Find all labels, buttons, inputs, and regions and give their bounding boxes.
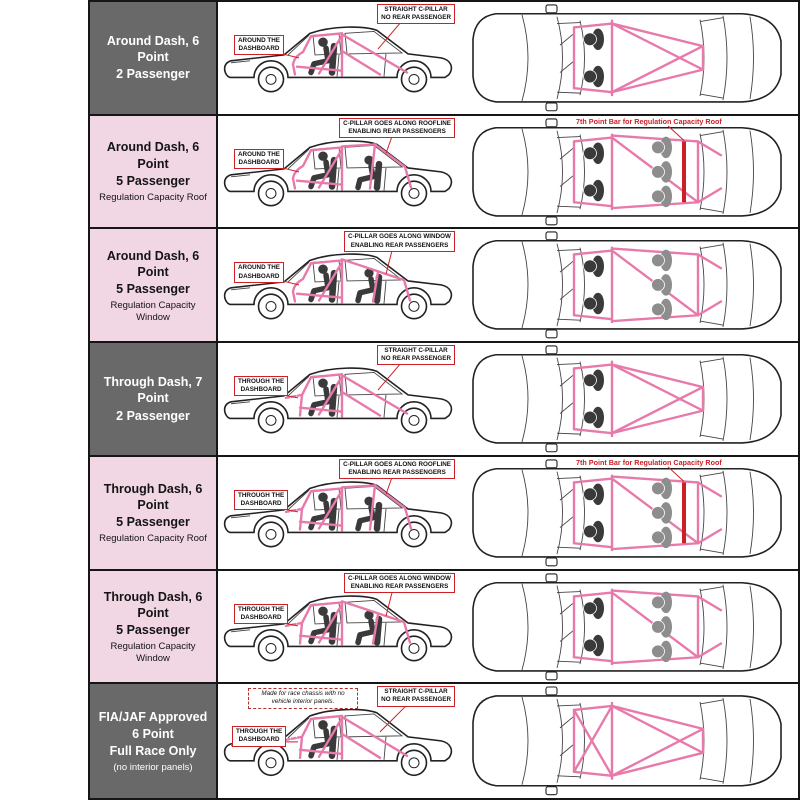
annotation-cpillar: C-PILLAR GOES ALONG ROOFLINE ENABLING RE… [339,458,455,480]
row-title-line2: 2 Passenger [116,67,190,82]
row-label-cell: Through Dash, 6 Point 5 Passenger Regula… [90,570,218,683]
side-view-cell: Made for race chassis with no vehicle in… [218,684,460,798]
table-row: Around Dash, 6 Point 2 Passenger AROUND … [90,2,798,116]
top-view-cell: 7th Point Bar for Regulation Capacity Ro… [460,456,798,569]
row-title-line2: 5 Passenger [116,173,190,188]
car-top-diagram [472,345,782,453]
car-top-outline [472,231,782,340]
annotation-dashboard: AROUND THE DASHBOARD [234,148,284,170]
table-row: Around Dash, 6 Point 5 Passenger Regulat… [90,115,798,230]
row-title-line1: Through Dash, 6 Point [103,481,203,512]
annotation-dashboard: THROUGH THE DASHBOARD [234,603,289,624]
table-row: Around Dash, 6 Point 5 Passenger Regulat… [90,229,798,344]
table-row: Through Dash, 6 Point 5 Passenger Regula… [90,456,798,571]
annotation-cpillar: C-PILLAR GOES ALONG WINDOW ENABLING REAR… [344,231,455,252]
row-title-line2: 5 Passenger [116,623,190,638]
top-view-cell [460,684,798,798]
car-top-outline [472,345,782,453]
car-top-outline [472,572,782,681]
row-title-line1: Through Dash, 7 Point [103,375,203,406]
annotation-dashboard: AROUND THE DASHBOARD [234,262,284,283]
row-title-line1: Around Dash, 6 Point [106,248,200,279]
annotation-cpillar: STRAIGHT C-PILLAR NO REAR PASSENGER [377,4,455,25]
annotation-7th-point: 7th Point Bar for Regulation Capacity Ro… [576,116,722,126]
side-view-cell: THROUGH THE DASHBOARD C-PILLAR GOES ALON… [218,456,460,569]
car-top-outline [472,458,782,567]
annotation-race-chassis: Made for race chassis with no vehicle in… [248,688,358,709]
car-top-diagram [472,4,782,112]
table-row: FIA/JAF Approved 6 Point Full Race Only … [90,684,798,798]
top-view-cell [460,570,798,683]
row-label-cell: Through Dash, 7 Point 2 Passenger [90,343,218,455]
row-title-line2: 5 Passenger [116,515,190,530]
row-label-cell: FIA/JAF Approved 6 Point Full Race Only … [90,684,218,798]
row-label-cell: Around Dash, 6 Point 2 Passenger [90,2,218,114]
row-subtitle: (no interior panels) [113,762,193,774]
side-view-cell: AROUND THE DASHBOARD C-PILLAR GOES ALONG… [218,115,460,228]
car-top-outline [472,117,782,226]
row-title-line2: 5 Passenger [116,282,190,297]
car-top-diagram [472,686,782,796]
comparison-table: Around Dash, 6 Point 2 Passenger AROUND … [88,0,800,800]
annotation-7th-point: 7th Point Bar for Regulation Capacity Ro… [576,457,722,467]
annotation-cpillar: C-PILLAR GOES ALONG WINDOW ENABLING REAR… [344,572,455,593]
car-top-outline [472,686,782,796]
annotation-dashboard: THROUGH THE DASHBOARD [234,376,289,397]
row-title-line1: Around Dash, 6 Point [106,140,200,171]
row-label-cell: Around Dash, 6 Point 5 Passenger Regulat… [90,115,218,228]
row-subtitle: Regulation Capacity Window [110,641,196,664]
row-subtitle: Regulation Capacity Roof [99,192,207,204]
row-title-line1: FIA/JAF Approved [98,709,208,724]
car-top-diagram [472,458,782,567]
top-view-cell [460,229,798,342]
table-row: Through Dash, 7 Point 2 Passenger THROUG… [90,343,798,457]
row-title-line1: Around Dash, 6 Point [106,33,200,65]
row-title-line1: Through Dash, 6 Point [103,589,203,620]
annotation-dashboard: AROUND THE DASHBOARD [234,35,284,56]
annotation-cpillar: STRAIGHT C-PILLAR NO REAR PASSENGER [377,345,455,366]
row-title-line2: 2 Passenger [116,408,190,423]
top-view-cell: 7th Point Bar for Regulation Capacity Ro… [460,115,798,228]
row-title-line2: 6 Point [132,726,174,741]
car-top-diagram [472,572,782,681]
car-top-diagram [472,231,782,340]
top-view-cell [460,2,798,114]
row-title-line3: Full Race Only [109,744,197,759]
side-view-cell: AROUND THE DASHBOARD STRAIGHT C-PILLAR N… [218,2,460,114]
side-view-cell: THROUGH THE DASHBOARD C-PILLAR GOES ALON… [218,570,460,683]
table-row: Through Dash, 6 Point 5 Passenger Regula… [90,570,798,685]
side-view-cell: THROUGH THE DASHBOARD STRAIGHT C-PILLAR … [218,343,460,455]
top-view-cell [460,343,798,455]
row-label-cell: Around Dash, 6 Point 5 Passenger Regulat… [90,229,218,342]
annotation-dashboard: THROUGH THE DASHBOARD [232,726,287,747]
row-subtitle: Regulation Capacity Roof [99,533,207,545]
car-top-outline [472,4,782,112]
car-top-diagram [472,117,782,226]
row-label-cell: Through Dash, 6 Point 5 Passenger Regula… [90,456,218,569]
side-view-cell: AROUND THE DASHBOARD C-PILLAR GOES ALONG… [218,229,460,342]
annotation-cpillar: C-PILLAR GOES ALONG ROOFLINE ENABLING RE… [339,117,455,139]
annotation-dashboard: THROUGH THE DASHBOARD [234,489,289,511]
annotation-cpillar: STRAIGHT C-PILLAR NO REAR PASSENGER [377,686,455,707]
row-subtitle: Regulation Capacity Window [110,300,196,323]
